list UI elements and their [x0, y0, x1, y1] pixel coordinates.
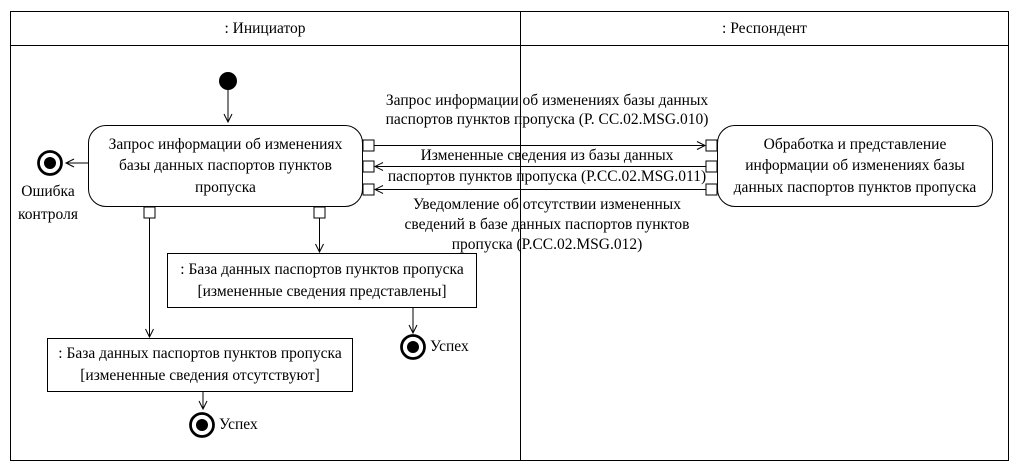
msg-request-label-line: Запрос информации об изменениях базы дан…	[385, 92, 709, 109]
object-label-line: : База данных паспортов пунктов пропуска	[58, 345, 342, 362]
flow-error-arrow	[64, 158, 88, 168]
success-final-node-present	[400, 334, 426, 360]
activity-initiator-request: Запрос информации об изменениях базы дан…	[88, 125, 363, 207]
frame-border	[10, 11, 1009, 461]
activity-label-line: Обработка и представление	[763, 135, 947, 153]
lane-header-respondent: : Респондент	[722, 19, 807, 37]
pin	[143, 206, 156, 219]
activity-label-line: пропуска	[195, 178, 256, 196]
success-final-label-absent: Успех	[219, 416, 258, 433]
pin	[362, 183, 375, 196]
success-final-node-absent	[189, 412, 215, 438]
flow-start-arrow	[223, 90, 233, 124]
msg-no-changes-label-line: сведений в базе данных паспортов пунктов	[404, 216, 690, 233]
initial-node	[219, 72, 237, 90]
lane-header-initiator: : Инициатор	[224, 19, 306, 37]
activity-label-line: данных паспортов пунктов пропуска	[733, 178, 977, 196]
activity-label-line: Запрос информации об изменениях	[108, 135, 343, 153]
initiator-activity-pins	[143, 139, 375, 219]
pin	[362, 139, 375, 152]
flow-to-db-present-arrow	[315, 218, 324, 254]
msg-changed-data-label-line: Измененные сведения из базы данных	[420, 147, 674, 164]
flow-to-db-absent-arrow	[145, 218, 154, 339]
flow-to-success-absent-arrow	[198, 392, 208, 411]
object-db-changes-absent: : База данных паспортов пунктов пропуска…	[47, 338, 353, 392]
msg-no-changes-label-line: пропуска (P.CC.02.MSG.012)	[451, 236, 643, 253]
pin	[362, 160, 375, 173]
error-final-label-line: Ошибка	[21, 183, 75, 200]
success-final-label-present: Успех	[430, 338, 469, 355]
object-label-line: [измененные сведения представлены]	[197, 282, 447, 300]
pin	[313, 206, 326, 219]
msg-request-arrow	[374, 141, 707, 150]
flow-to-success-present-arrow	[408, 308, 418, 335]
msg-changed-data-label-line: паспортов пунктов пропуска (P.CC.02.MSG.…	[387, 168, 707, 185]
activity-label-line: информации об изменениях базы	[745, 157, 965, 175]
activity-respondent-processing: Обработка и представление информации об …	[717, 125, 993, 207]
msg-changed-data-arrow	[373, 162, 706, 171]
msg-request-label-line: паспортов пунктов пропуска (P. CC.02.MSG…	[385, 111, 709, 128]
msg-no-changes-label-line: Уведомление об отсутствии измененных	[413, 196, 681, 213]
object-label-line: [измененные сведения отсутствуют]	[80, 367, 320, 384]
msg-no-changes-arrow	[373, 185, 706, 194]
error-final-label: Ошибка контроля	[8, 180, 88, 226]
error-final-label-line: контроля	[18, 206, 78, 223]
error-final-node	[37, 150, 63, 176]
object-label-line: : База данных паспортов пунктов пропуска	[180, 260, 464, 278]
activity-label-line: базы данных паспортов пунктов	[118, 157, 333, 175]
object-db-changes-present: : База данных паспортов пунктов пропуска…	[167, 253, 477, 308]
